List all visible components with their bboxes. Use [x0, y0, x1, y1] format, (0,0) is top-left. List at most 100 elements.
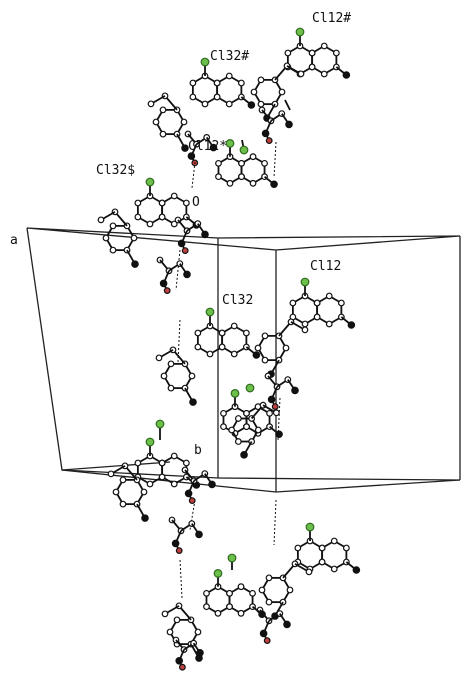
- carbon-atom: [182, 459, 190, 467]
- carbon-atom: [214, 609, 222, 617]
- carbon-atom: [250, 88, 258, 96]
- carbon-atom: [140, 488, 148, 496]
- chlorine-atom: [155, 419, 165, 429]
- carbon-atom: [97, 216, 105, 224]
- carbon-atom: [243, 409, 250, 417]
- hydrogen-bond: [273, 499, 277, 546]
- carbon-atom: [320, 42, 328, 50]
- carbon-atom: [159, 106, 167, 114]
- chlorine-atom: [230, 389, 240, 398]
- carbon-atom: [272, 409, 280, 417]
- carbon-atom: [234, 415, 242, 422]
- carbon-atom: [337, 299, 345, 307]
- carbon-atom: [158, 473, 166, 481]
- chlorine-atom: [295, 27, 305, 37]
- molecule-chain: [97, 27, 361, 671]
- carbon-atom: [305, 568, 313, 576]
- carbon-atom: [218, 343, 226, 351]
- carbon-atom: [181, 144, 189, 152]
- carbon-atom: [158, 459, 166, 467]
- carbon-atom: [213, 79, 221, 87]
- chlorine-atom: [205, 307, 215, 317]
- carbon-atom: [230, 322, 238, 330]
- carbon-atom: [183, 270, 191, 279]
- carbon-atom: [159, 279, 168, 288]
- axis-label-b: b: [194, 443, 202, 458]
- carbon-atom: [213, 93, 221, 101]
- nitrogen-atom: [178, 663, 186, 671]
- chlorine-atom: [305, 522, 315, 532]
- carbon-atom: [249, 179, 257, 187]
- carbon-atom: [249, 153, 257, 161]
- carbon-atom: [158, 199, 166, 207]
- carbon-atom: [170, 452, 178, 460]
- carbon-atom: [254, 344, 262, 352]
- atom-label-cl12-star: Cl12*: [188, 139, 227, 154]
- carbon-atom: [352, 566, 361, 574]
- carbon-atom: [155, 354, 163, 362]
- carbon-atom: [226, 589, 233, 597]
- carbon-atom: [285, 120, 293, 129]
- carbon-atom: [146, 480, 154, 488]
- carbon-atom: [215, 159, 222, 167]
- carbon-atom: [230, 350, 238, 358]
- hydrogen-bond: [177, 319, 181, 363]
- carbon-atom: [182, 199, 190, 207]
- carbon-atom: [240, 451, 248, 459]
- carbon-atom: [189, 398, 197, 406]
- carbon-atom: [249, 589, 256, 597]
- carbon-atom: [109, 222, 117, 230]
- carbon-atom: [282, 344, 290, 352]
- carbon-atom: [188, 372, 196, 380]
- carbon-atom: [194, 343, 202, 351]
- carbon-atom: [209, 143, 218, 152]
- carbon-atom: [301, 320, 309, 328]
- carbon-atom: [242, 329, 250, 337]
- carbon-atom: [297, 70, 305, 78]
- carbon-atom: [203, 589, 210, 597]
- carbon-atom: [215, 173, 222, 181]
- carbon-atom: [170, 480, 178, 488]
- carbon-atom: [119, 476, 127, 484]
- carbon-atom: [180, 118, 188, 126]
- carbon-atom: [286, 586, 294, 594]
- axis-label-origin: O: [192, 195, 200, 210]
- nitrogen-atom: [175, 547, 183, 554]
- carbon-atom: [266, 409, 273, 417]
- carbon-atom: [308, 63, 316, 71]
- carbon-atom: [134, 459, 142, 467]
- chlorine-atom: [145, 437, 155, 447]
- carbon-atom: [238, 173, 245, 181]
- carbon-atom: [225, 72, 233, 80]
- axis-label-a: a: [10, 233, 18, 248]
- carbon-atom: [220, 409, 227, 417]
- carbon-atom: [261, 332, 269, 340]
- carbon-atom: [161, 610, 169, 618]
- carbon-atom: [313, 313, 321, 321]
- carbon-atom: [201, 100, 209, 108]
- carbon-atom: [220, 423, 227, 431]
- nitrogen-atom: [181, 247, 189, 255]
- carbon-atom: [308, 49, 316, 57]
- carbon-atom: [332, 49, 340, 57]
- carbon-atom: [184, 489, 193, 498]
- carbon-atom: [119, 500, 127, 508]
- carbon-atom: [254, 426, 262, 434]
- atom-label-cl12: Cl12: [310, 259, 341, 274]
- chlorine-atom: [200, 57, 210, 67]
- carbon-atom: [189, 79, 197, 87]
- carbon-atom: [152, 118, 160, 126]
- carbon-atom: [134, 213, 142, 221]
- carbon-atom: [347, 321, 356, 329]
- hydrogen-bond: [191, 161, 196, 189]
- carbon-atom: [158, 213, 166, 221]
- chlorine-atom: [245, 383, 255, 393]
- carbon-atom: [208, 480, 216, 489]
- carbon-atom: [318, 558, 326, 566]
- carbon-atom: [330, 537, 338, 545]
- unit-cell: [26, 227, 461, 493]
- carbon-atom: [261, 159, 268, 167]
- carbon-atom: [206, 350, 214, 358]
- carbon-atom: [258, 586, 266, 594]
